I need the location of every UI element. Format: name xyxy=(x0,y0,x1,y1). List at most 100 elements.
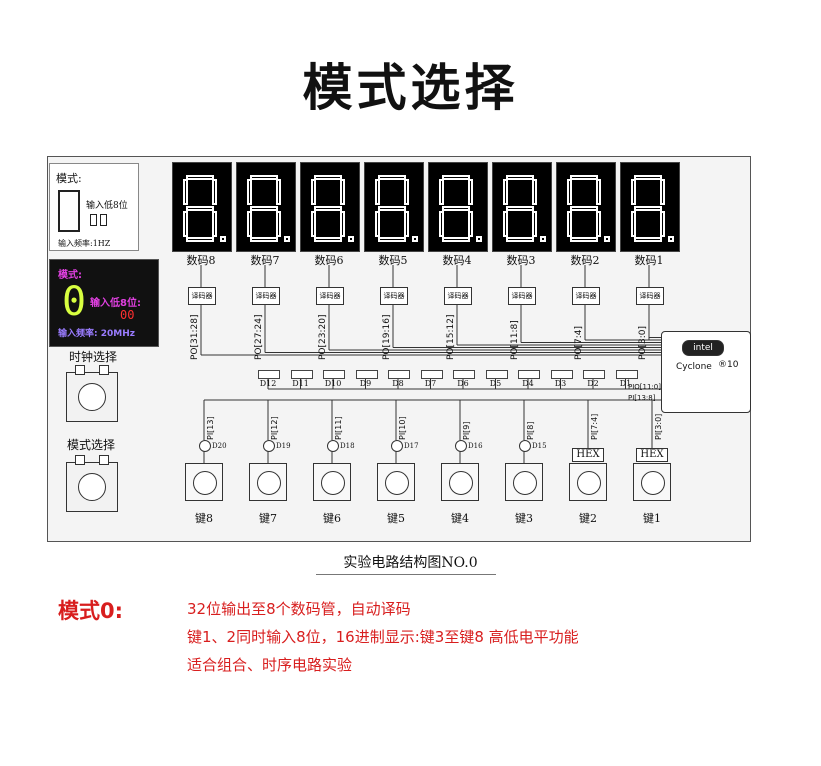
segment xyxy=(212,179,217,205)
segment xyxy=(276,179,281,205)
segment xyxy=(631,179,636,205)
pio-bus-label: PIO[11:0] xyxy=(628,383,661,391)
diode-label: D15 xyxy=(532,442,547,450)
display-label: 数码1 xyxy=(634,254,664,267)
segment xyxy=(375,179,380,205)
lcd-screen: 模式: 0 输入低8位: 00 输入频率: 20MHz xyxy=(49,259,159,347)
segment xyxy=(506,237,534,242)
indicator-bulb-icon xyxy=(263,440,275,452)
led-label: D6 xyxy=(457,379,469,388)
key-button[interactable] xyxy=(313,463,351,501)
segment xyxy=(442,175,470,180)
display-label: 数码2 xyxy=(570,254,600,267)
led-label: D1 xyxy=(619,379,632,388)
key-button[interactable] xyxy=(633,463,671,501)
segment xyxy=(570,237,598,242)
segment xyxy=(596,179,601,205)
switch-pin xyxy=(75,455,85,465)
mode-description-line: 32位输出至8个数码管，自动译码 xyxy=(187,600,411,618)
key-button[interactable] xyxy=(377,463,415,501)
pi-label: PI[12] xyxy=(270,416,279,440)
indicator-bulb-icon xyxy=(519,440,531,452)
key-label: 键6 xyxy=(323,512,341,525)
led-label: D5 xyxy=(489,379,502,388)
decimal-point xyxy=(220,236,226,242)
key-button[interactable] xyxy=(505,463,543,501)
led-label: D3 xyxy=(554,379,567,388)
segment xyxy=(311,211,316,237)
segment xyxy=(503,211,508,237)
key-cap-icon xyxy=(513,471,537,495)
display-label: 数码7 xyxy=(250,254,280,267)
led-label: D10 xyxy=(324,379,342,388)
led xyxy=(615,370,638,379)
mode-input-low: 输入低8位 xyxy=(86,201,128,211)
diode-label: D17 xyxy=(404,442,419,450)
led-label: D7 xyxy=(424,379,437,388)
decoder-box: 译码器 xyxy=(636,287,664,305)
seven-segment-display xyxy=(556,162,616,252)
led xyxy=(290,370,313,379)
indicator-bulb-icon xyxy=(391,440,403,452)
segment xyxy=(503,179,508,205)
decoder-box: 译码器 xyxy=(316,287,344,305)
key-button[interactable] xyxy=(249,463,287,501)
indicator-bulb-icon xyxy=(199,440,211,452)
pi-label: PI[3:0] xyxy=(654,413,663,440)
seven-segment-display xyxy=(364,162,424,252)
segment xyxy=(567,211,572,237)
switch-pin xyxy=(75,365,85,375)
key-cap-icon xyxy=(449,471,473,495)
segment xyxy=(506,206,534,211)
decoder-box: 译码器 xyxy=(188,287,216,305)
pi-label: PI[9] xyxy=(462,421,471,440)
key-cap-icon xyxy=(321,471,345,495)
segment xyxy=(186,175,214,180)
led xyxy=(258,370,280,379)
lcd-mode-digit: 0 xyxy=(62,279,87,325)
segment xyxy=(634,237,662,242)
pi-label: PI[11] xyxy=(334,416,343,440)
segment xyxy=(442,237,470,242)
key-button[interactable] xyxy=(569,463,607,501)
segment xyxy=(570,206,598,211)
segment xyxy=(375,211,380,237)
segment xyxy=(276,211,281,237)
mode-select-switch[interactable] xyxy=(66,455,118,512)
lcd-input-value: 00 xyxy=(120,308,135,322)
diode-label: D16 xyxy=(468,442,483,450)
key-label: 键2 xyxy=(579,512,597,525)
decimal-point xyxy=(668,236,674,242)
segment xyxy=(183,179,188,205)
seven-segment-display xyxy=(236,162,296,252)
key-button[interactable] xyxy=(441,463,479,501)
key-button[interactable] xyxy=(185,463,223,501)
bus-label: PO[27:24] xyxy=(254,314,264,360)
segment xyxy=(314,237,342,242)
segment xyxy=(570,175,598,180)
pi-label: PI[10] xyxy=(398,416,407,440)
key-label: 键1 xyxy=(643,512,661,525)
bus-label: PO[11:8] xyxy=(510,320,520,360)
led-label: D8 xyxy=(392,379,404,388)
clock-select-switch[interactable] xyxy=(66,365,118,422)
mode-digit-icon xyxy=(58,190,80,232)
pi-label: PI[7:4] xyxy=(590,413,599,440)
key-cap-icon xyxy=(257,471,281,495)
decimal-point xyxy=(348,236,354,242)
segment xyxy=(634,206,662,211)
key-label: 键4 xyxy=(451,512,469,525)
bus-label: PO[19:16] xyxy=(382,314,392,360)
bus-label: PO[15:12] xyxy=(446,314,456,360)
fpga-chip: intel Cyclone ®10 xyxy=(661,331,751,413)
seven-segment-display xyxy=(172,162,232,252)
indicator-bulb-icon xyxy=(455,440,467,452)
key-label: 键5 xyxy=(387,512,405,525)
switch-button-icon xyxy=(78,383,106,411)
segment xyxy=(186,206,214,211)
seven-segment-display xyxy=(492,162,552,252)
display-label: 数码4 xyxy=(442,254,472,267)
led xyxy=(323,370,345,379)
pi-label: PI[13] xyxy=(206,416,215,440)
led xyxy=(485,370,508,379)
